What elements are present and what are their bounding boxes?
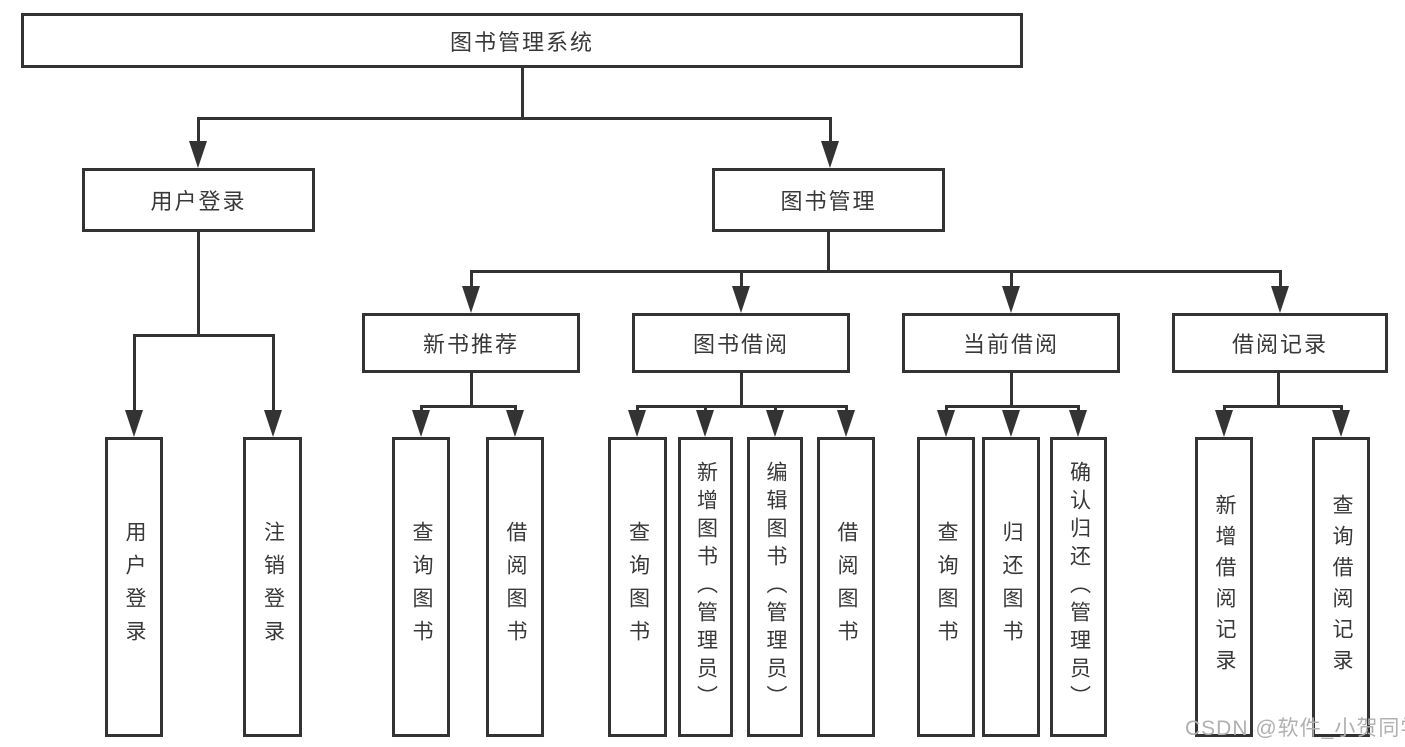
node-user-login-leaf: 用户登录 bbox=[105, 437, 163, 737]
node-label: 新增借阅记录 bbox=[1213, 494, 1236, 680]
connector-line-horizontal bbox=[419, 404, 517, 408]
connector-line-vertical bbox=[469, 373, 473, 408]
connector-line-vertical bbox=[419, 406, 423, 413]
connector-line-vertical bbox=[196, 232, 200, 337]
connector-line-vertical bbox=[739, 373, 743, 408]
arrow-down-icon bbox=[766, 410, 784, 437]
node-label: 查询图书 bbox=[935, 521, 958, 653]
arrow-down-icon bbox=[264, 410, 282, 437]
connector-line-vertical bbox=[844, 406, 848, 413]
arrow-down-icon bbox=[732, 286, 750, 313]
connector-line-horizontal bbox=[469, 269, 1282, 273]
node-borrow-records: 借阅记录 bbox=[1172, 313, 1388, 373]
node-query-books-2: 查询图书 bbox=[608, 437, 667, 737]
connector-line-vertical bbox=[828, 118, 832, 144]
node-label: 用户登录 bbox=[150, 189, 247, 214]
node-label: 归还图书 bbox=[1000, 521, 1023, 653]
connector-line-vertical bbox=[196, 118, 200, 144]
node-label: 借阅记录 bbox=[1231, 332, 1328, 357]
node-user-login: 用户登录 bbox=[82, 168, 315, 232]
arrow-down-icon bbox=[696, 410, 714, 437]
connector-line-vertical bbox=[1009, 271, 1013, 289]
node-label: 查询借阅记录 bbox=[1330, 494, 1353, 680]
node-add-borrow-record: 新增借阅记录 bbox=[1195, 437, 1253, 737]
connector-line-vertical bbox=[944, 406, 948, 413]
connector-line-vertical bbox=[1076, 406, 1080, 413]
arrow-down-icon bbox=[125, 410, 143, 437]
connector-line-horizontal bbox=[196, 116, 832, 120]
node-label: 图书管理系统 bbox=[449, 29, 594, 55]
node-label: 借阅图书 bbox=[835, 521, 858, 653]
node-query-borrow-record: 查询借阅记录 bbox=[1312, 437, 1370, 737]
connector-line-vertical bbox=[271, 335, 275, 413]
connector-line-vertical bbox=[1009, 373, 1013, 408]
arrow-down-icon bbox=[462, 286, 480, 313]
node-label: 编辑图书（管理员） bbox=[764, 461, 787, 713]
arrow-down-icon bbox=[937, 410, 955, 437]
node-label: 图书借阅 bbox=[692, 332, 789, 357]
connector-line-vertical bbox=[773, 406, 777, 413]
node-label: 当前借阅 bbox=[962, 332, 1059, 357]
connector-line-vertical bbox=[703, 406, 707, 413]
node-borrow-books-1: 借阅图书 bbox=[486, 437, 544, 737]
node-label: 查询图书 bbox=[626, 521, 650, 653]
connector-line-horizontal bbox=[1222, 404, 1343, 408]
node-query-books-3: 查询图书 bbox=[917, 437, 975, 737]
arrow-down-icon bbox=[1215, 410, 1233, 437]
arrow-down-icon bbox=[628, 410, 646, 437]
arrow-down-icon bbox=[1332, 410, 1350, 437]
node-label: 借阅图书 bbox=[504, 521, 527, 653]
connector-line-vertical bbox=[1339, 406, 1343, 413]
connector-line-horizontal bbox=[944, 404, 1080, 408]
arrow-down-icon bbox=[821, 141, 839, 168]
connector-line-vertical bbox=[132, 335, 136, 413]
connector-line-vertical bbox=[826, 232, 830, 273]
node-label: 用户登录 bbox=[123, 521, 146, 653]
arrow-down-icon bbox=[506, 410, 524, 437]
node-label: 查询图书 bbox=[410, 521, 433, 653]
arrow-down-icon bbox=[1271, 286, 1289, 313]
node-new-book-rec: 新书推荐 bbox=[362, 313, 580, 373]
connector-line-vertical bbox=[739, 271, 743, 289]
connector-line-horizontal bbox=[635, 404, 848, 408]
node-edit-books: 编辑图书（管理员） bbox=[747, 437, 803, 737]
connector-line-vertical bbox=[635, 406, 639, 413]
arrow-down-icon bbox=[1069, 410, 1087, 437]
connector-line-vertical bbox=[1278, 271, 1282, 289]
node-current-borrow: 当前借阅 bbox=[902, 313, 1120, 373]
node-book-mgmt: 图书管理 bbox=[712, 168, 945, 232]
arrow-down-icon bbox=[837, 410, 855, 437]
node-logout: 注销登录 bbox=[243, 437, 302, 737]
connector-line-vertical bbox=[469, 271, 473, 289]
node-return-books: 归还图书 bbox=[982, 437, 1040, 737]
node-confirm-return: 确认归还（管理员） bbox=[1050, 437, 1107, 737]
connector-line-vertical bbox=[1222, 406, 1226, 413]
connector-line-vertical bbox=[520, 68, 524, 120]
node-label: 图书管理 bbox=[780, 189, 877, 214]
node-book-borrow: 图书借阅 bbox=[632, 313, 850, 373]
node-root: 图书管理系统 bbox=[21, 13, 1023, 68]
connector-line-horizontal bbox=[132, 333, 275, 337]
arrow-down-icon bbox=[412, 410, 430, 437]
node-label: 确认归还（管理员） bbox=[1067, 461, 1091, 713]
connector-line-vertical bbox=[513, 406, 517, 413]
arrow-down-icon bbox=[189, 141, 207, 168]
arrow-down-icon bbox=[1002, 410, 1020, 437]
node-query-books-1: 查询图书 bbox=[392, 437, 450, 737]
node-label: 新书推荐 bbox=[422, 332, 519, 357]
node-label: 注销登录 bbox=[261, 521, 285, 653]
arrow-down-icon bbox=[1002, 286, 1020, 313]
node-label: 新增图书（管理员） bbox=[694, 461, 718, 713]
node-add-books: 新增图书（管理员） bbox=[678, 437, 733, 737]
watermark: CSDN @软件_小贺同学 bbox=[1185, 717, 1405, 740]
connector-line-vertical bbox=[1276, 373, 1280, 408]
node-borrow-books-2: 借阅图书 bbox=[817, 437, 875, 737]
